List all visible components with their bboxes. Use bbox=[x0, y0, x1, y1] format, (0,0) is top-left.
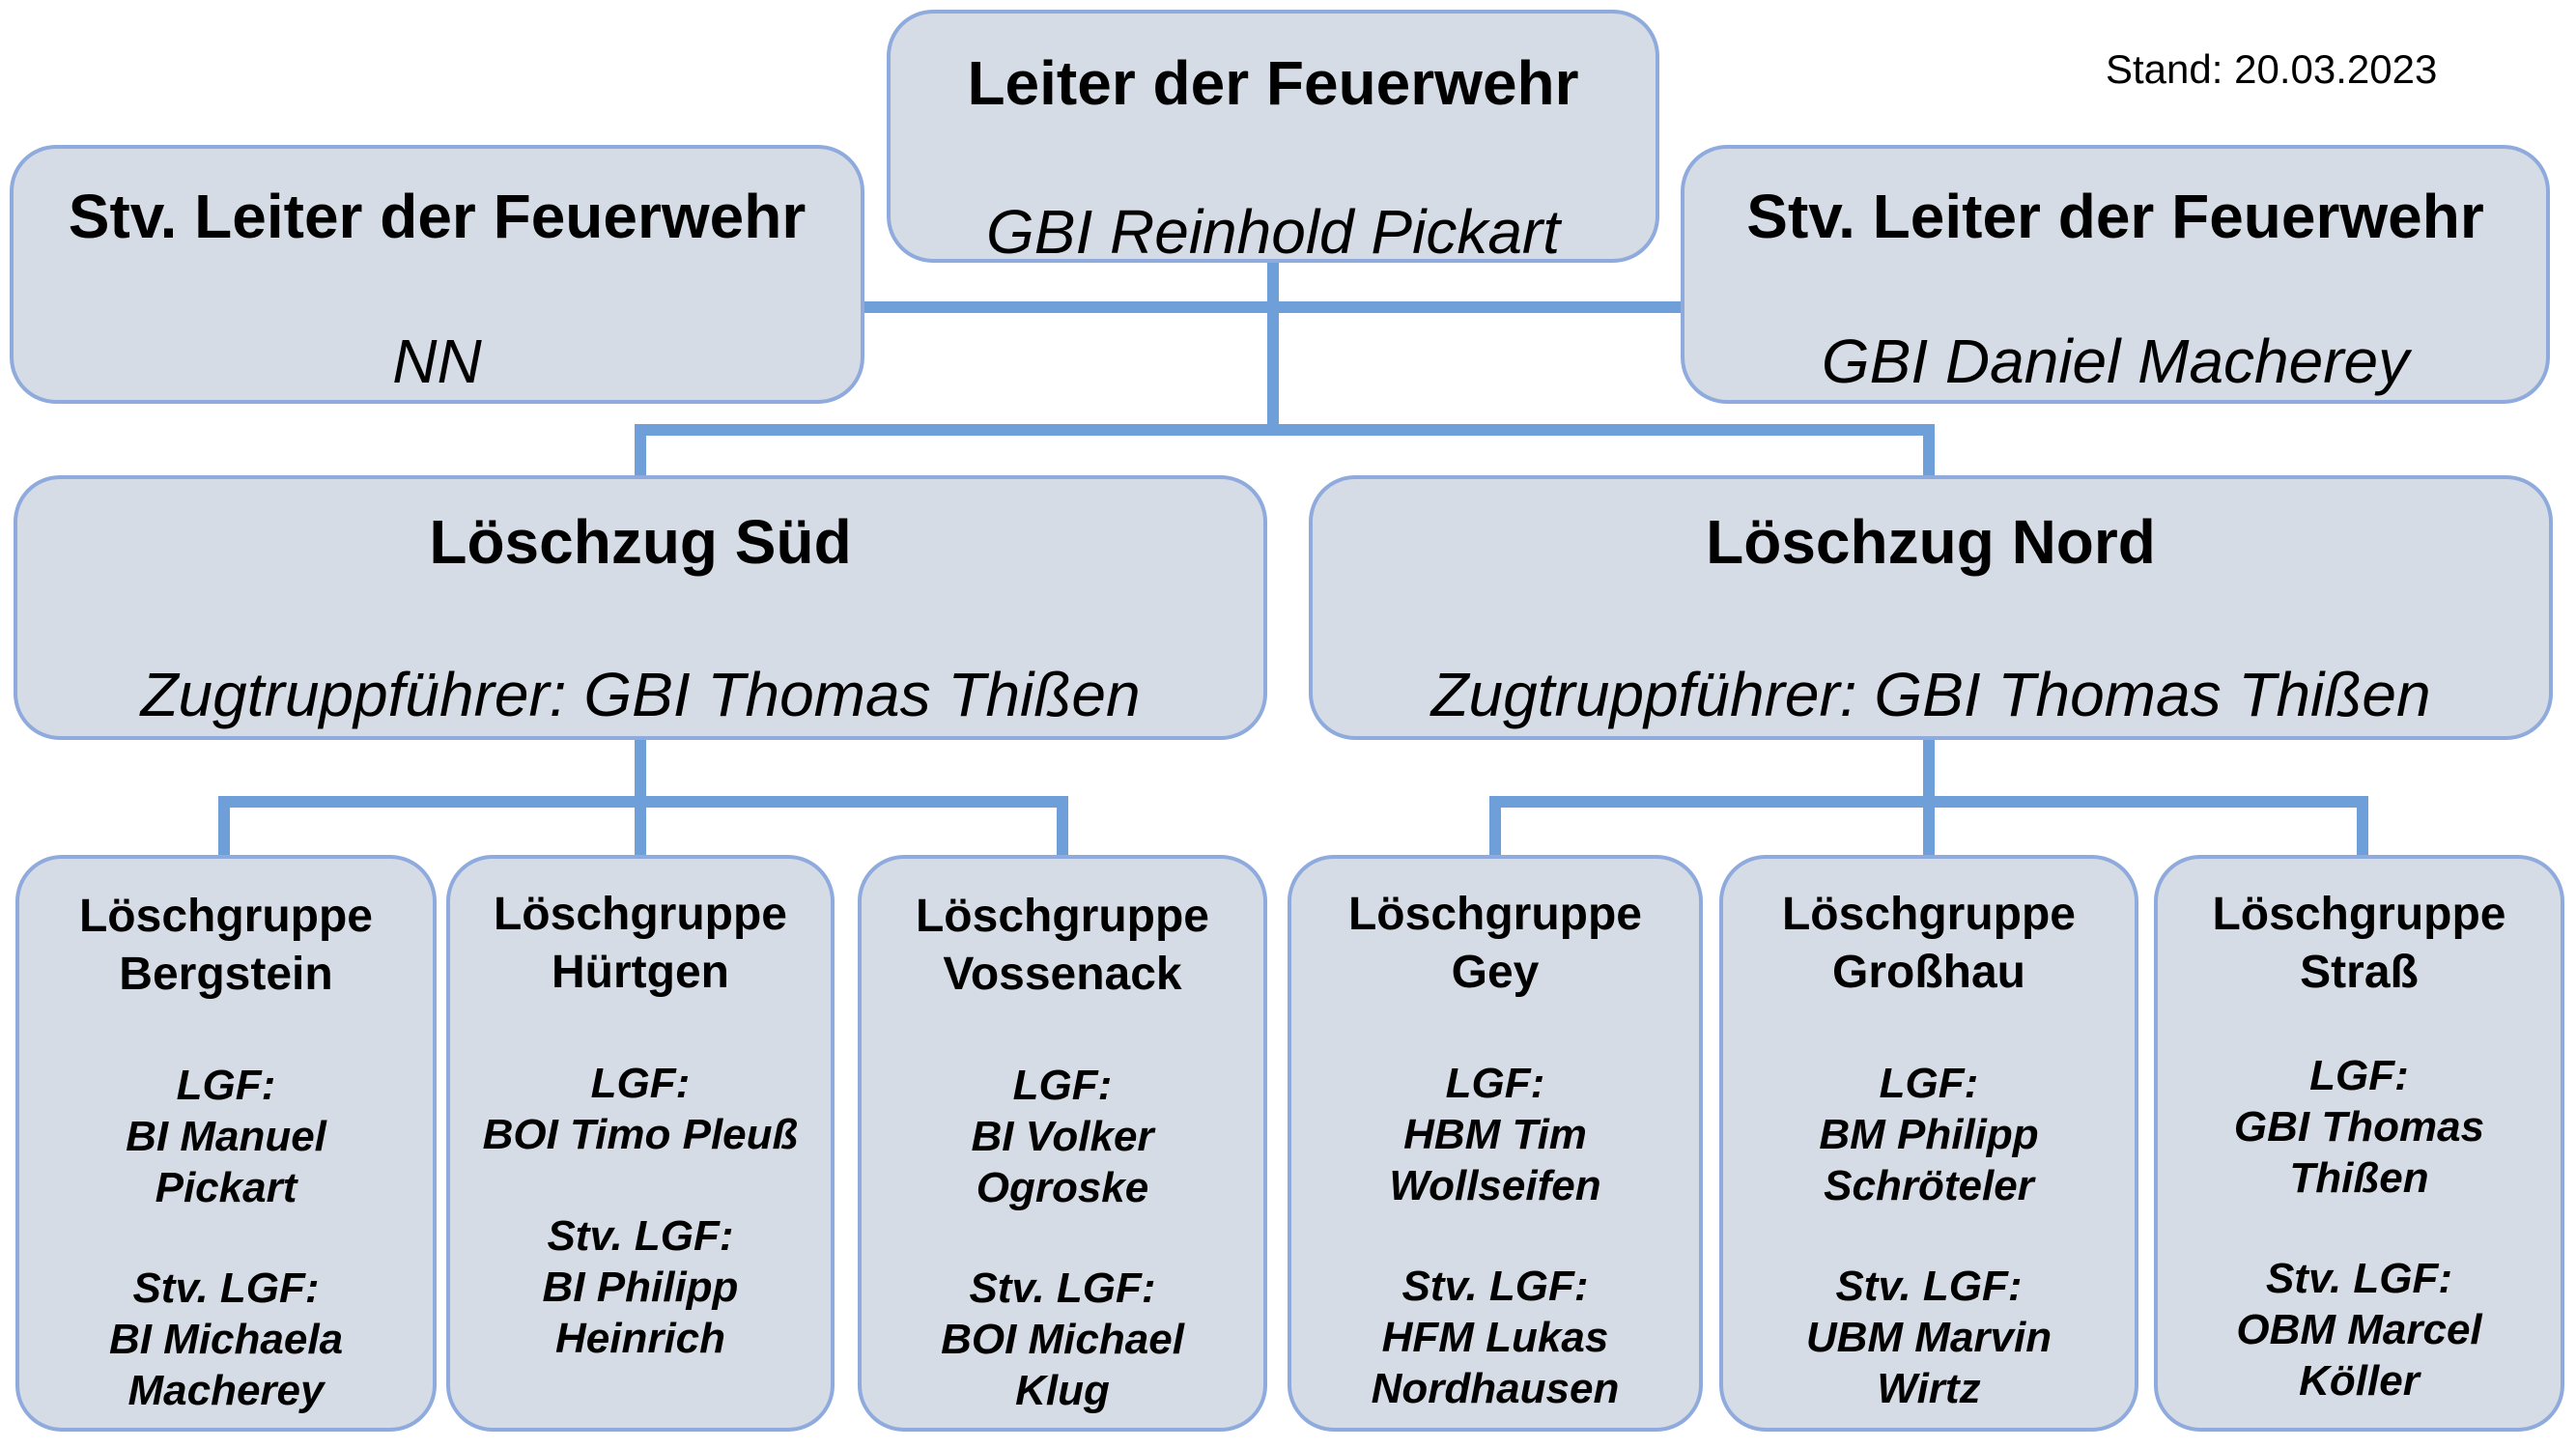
stv-leiter-left-name: NN bbox=[392, 327, 482, 396]
leiter-box: Leiter der Feuerwehr GBI Reinhold Pickar… bbox=[887, 10, 1659, 267]
lgf-person-line: BOI Timo Pleuß bbox=[482, 1111, 799, 1158]
lgf-label: LGF: bbox=[2309, 1052, 2409, 1099]
lgf-person-line: HBM Tim bbox=[1403, 1111, 1587, 1158]
lgf-person-line: Wollseifen bbox=[1389, 1162, 1601, 1209]
leiter-name: GBI Reinhold Pickart bbox=[985, 197, 1561, 267]
lgf-label: LGF: bbox=[1445, 1060, 1545, 1107]
lgf-person-line: Thißen bbox=[2289, 1154, 2429, 1202]
loeschgruppe-vossenack-box: Löschgruppe Vossenack LGF: BI Volker Ogr… bbox=[858, 855, 1267, 1432]
lgf-person-line: BI Volker bbox=[971, 1113, 1154, 1160]
loeschzug-sued-title: Löschzug Süd bbox=[429, 507, 852, 577]
loeschzug-nord-title: Löschzug Nord bbox=[1706, 507, 2156, 577]
stv-lgf-person-line: OBM Marcel bbox=[2236, 1306, 2482, 1353]
loeschzug-sued-box: Löschzug Süd Zugtruppführer: GBI Thomas … bbox=[14, 475, 1267, 740]
loeschgruppe-grosshau-box: Löschgruppe Großhau LGF: BM Philipp Schr… bbox=[1719, 855, 2138, 1432]
loeschgruppe-name: Hürtgen bbox=[552, 947, 729, 998]
stv-lgf-person-line: BOI Michael bbox=[941, 1316, 1184, 1363]
stv-lgf-person-line: Wirtz bbox=[1877, 1365, 1981, 1412]
stv-leiter-left-title: Stv. Leiter der Feuerwehr bbox=[68, 182, 807, 251]
loeschzug-nord-box: Löschzug Nord Zugtruppführer: GBI Thomas… bbox=[1309, 475, 2553, 740]
stv-lgf-label: Stv. LGF: bbox=[969, 1264, 1156, 1312]
stv-leiter-right-name: GBI Daniel Macherey bbox=[1821, 327, 2410, 396]
stv-lgf-person-line: HFM Lukas bbox=[1381, 1314, 1609, 1361]
loeschgruppe-title: Löschgruppe bbox=[915, 891, 1209, 942]
loeschgruppe-huertgen-box: Löschgruppe Hürtgen LGF: BOI Timo Pleuß … bbox=[446, 855, 835, 1432]
loeschgruppe-title: Löschgruppe bbox=[2212, 889, 2506, 940]
stv-lgf-label: Stv. LGF: bbox=[132, 1264, 320, 1312]
loeschgruppe-gey-box: Löschgruppe Gey LGF: HBM Tim Wollseifen … bbox=[1288, 855, 1703, 1432]
stv-lgf-person-line: Klug bbox=[1015, 1367, 1110, 1414]
stv-lgf-label: Stv. LGF: bbox=[2265, 1255, 2453, 1302]
lgf-label: LGF: bbox=[590, 1060, 691, 1107]
loeschgruppe-name: Bergstein bbox=[119, 949, 333, 1000]
stv-lgf-label: Stv. LGF: bbox=[1835, 1263, 2023, 1310]
loeschgruppe-title: Löschgruppe bbox=[78, 891, 373, 942]
stv-lgf-label: Stv. LGF: bbox=[547, 1212, 734, 1260]
lgf-label: LGF: bbox=[1879, 1060, 1979, 1107]
stv-lgf-person-line: BI Philipp bbox=[542, 1264, 739, 1311]
stv-leiter-left-box: Stv. Leiter der Feuerwehr NN bbox=[10, 145, 864, 404]
loeschgruppe-title: Löschgruppe bbox=[1781, 889, 2076, 940]
loeschgruppe-name: Vossenack bbox=[943, 949, 1182, 1000]
loeschgruppe-strass-box: Löschgruppe Straß LGF: GBI Thomas Thißen… bbox=[2154, 855, 2564, 1432]
lgf-person-line: GBI Thomas bbox=[2233, 1103, 2485, 1151]
stv-lgf-person-line: Köller bbox=[2299, 1357, 2420, 1405]
stand-date: Stand: 20.03.2023 bbox=[2106, 46, 2438, 92]
lgf-person-line: BI Manuel bbox=[126, 1113, 326, 1160]
stv-lgf-person-line: BI Michaela bbox=[108, 1316, 344, 1363]
stv-leiter-right-box: Stv. Leiter der Feuerwehr GBI Daniel Mac… bbox=[1681, 145, 2550, 404]
lgf-person-line: Schröteler bbox=[1824, 1162, 2034, 1209]
loeschgruppe-title: Löschgruppe bbox=[493, 889, 787, 940]
loeschzug-sued-leader: Zugtruppführer: GBI Thomas Thißen bbox=[140, 660, 1141, 729]
lgf-person-line: BM Philipp bbox=[1819, 1111, 2039, 1158]
lgf-label: LGF: bbox=[176, 1062, 276, 1109]
lgf-person-line: Pickart bbox=[155, 1164, 297, 1211]
loeschgruppe-name: Gey bbox=[1451, 947, 1540, 998]
loeschzug-nord-leader: Zugtruppführer: GBI Thomas Thißen bbox=[1430, 660, 2431, 729]
loeschgruppe-bergstein-box: Löschgruppe Bergstein LGF: BI Manuel Pic… bbox=[15, 855, 437, 1432]
stv-lgf-person-line: UBM Marvin bbox=[1805, 1314, 2052, 1361]
stv-lgf-person-line: Nordhausen bbox=[1371, 1365, 1620, 1412]
stv-leiter-right-title: Stv. Leiter der Feuerwehr bbox=[1746, 182, 2484, 251]
stv-lgf-label: Stv. LGF: bbox=[1401, 1263, 1589, 1310]
lgf-label: LGF: bbox=[1012, 1062, 1113, 1109]
loeschgruppe-name: Straß bbox=[2300, 947, 2419, 998]
stv-lgf-person-line: Macherey bbox=[127, 1367, 325, 1414]
leiter-title: Leiter der Feuerwehr bbox=[967, 48, 1579, 118]
loeschgruppe-title: Löschgruppe bbox=[1347, 889, 1642, 940]
loeschgruppe-name: Großhau bbox=[1832, 947, 2025, 998]
lgf-person-line: Ogroske bbox=[976, 1164, 1149, 1211]
stv-lgf-person-line: Heinrich bbox=[554, 1315, 726, 1362]
